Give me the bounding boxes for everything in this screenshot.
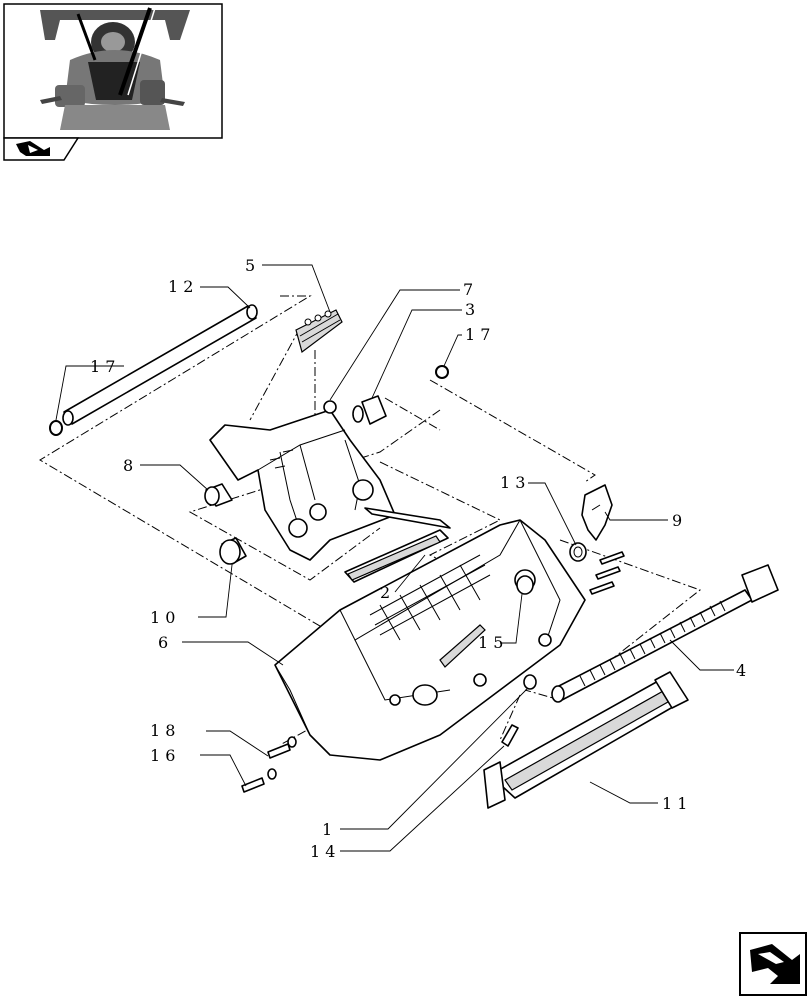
fasteners-right <box>589 551 625 595</box>
callout-5: 5 <box>245 256 255 275</box>
part-2-bracket <box>344 507 451 583</box>
part-3-bushing <box>352 395 387 425</box>
leader-lines <box>55 264 734 852</box>
section-arrow-icon[interactable] <box>3 137 80 161</box>
part-11-footrest <box>483 671 689 809</box>
callout-14: 1 4 <box>310 842 335 861</box>
part-14-screw <box>501 674 537 747</box>
callout-13: 1 3 <box>500 473 525 492</box>
callout-9: 9 <box>672 511 682 530</box>
callout-10: 1 0 <box>150 608 175 627</box>
callout-7: 7 <box>463 280 473 299</box>
part-5-pedal-pad <box>295 309 343 354</box>
part-10-bushing <box>219 537 247 565</box>
part-4-threaded-rod <box>551 564 779 703</box>
part-9-clip <box>581 484 613 541</box>
callout-1: 1 <box>322 820 332 839</box>
part-7-bracket <box>209 400 396 561</box>
callout-18: 1 8 <box>150 721 175 740</box>
callout-17-left: 1 7 <box>90 357 115 376</box>
part-18-screw <box>267 736 297 759</box>
callout-17-right: 1 7 <box>465 325 490 344</box>
callout-16: 1 6 <box>150 746 175 765</box>
tractor-cab-thumbnail-icon[interactable] <box>3 3 223 139</box>
callout-11: 1 1 <box>662 794 687 813</box>
callout-labels: 5 1 2 7 3 1 7 1 7 8 1 3 9 2 1 0 1 5 6 4 … <box>90 256 746 861</box>
callout-2: 2 <box>380 583 390 602</box>
part-6-housing <box>274 519 586 761</box>
part-12-rod <box>62 304 258 426</box>
callout-12: 1 2 <box>168 277 193 296</box>
part-13-washer <box>569 542 587 562</box>
callout-3: 3 <box>465 300 475 319</box>
callout-8: 8 <box>123 456 133 475</box>
callout-6: 6 <box>158 633 168 652</box>
next-page-arrow-icon[interactable] <box>739 932 807 996</box>
callout-15: 1 5 <box>478 633 503 652</box>
part-16-screw <box>241 768 277 793</box>
part-15-washer <box>516 575 534 595</box>
callout-4: 4 <box>736 661 746 680</box>
part-8-bushing <box>204 483 233 507</box>
part-17-circlip <box>49 365 449 436</box>
